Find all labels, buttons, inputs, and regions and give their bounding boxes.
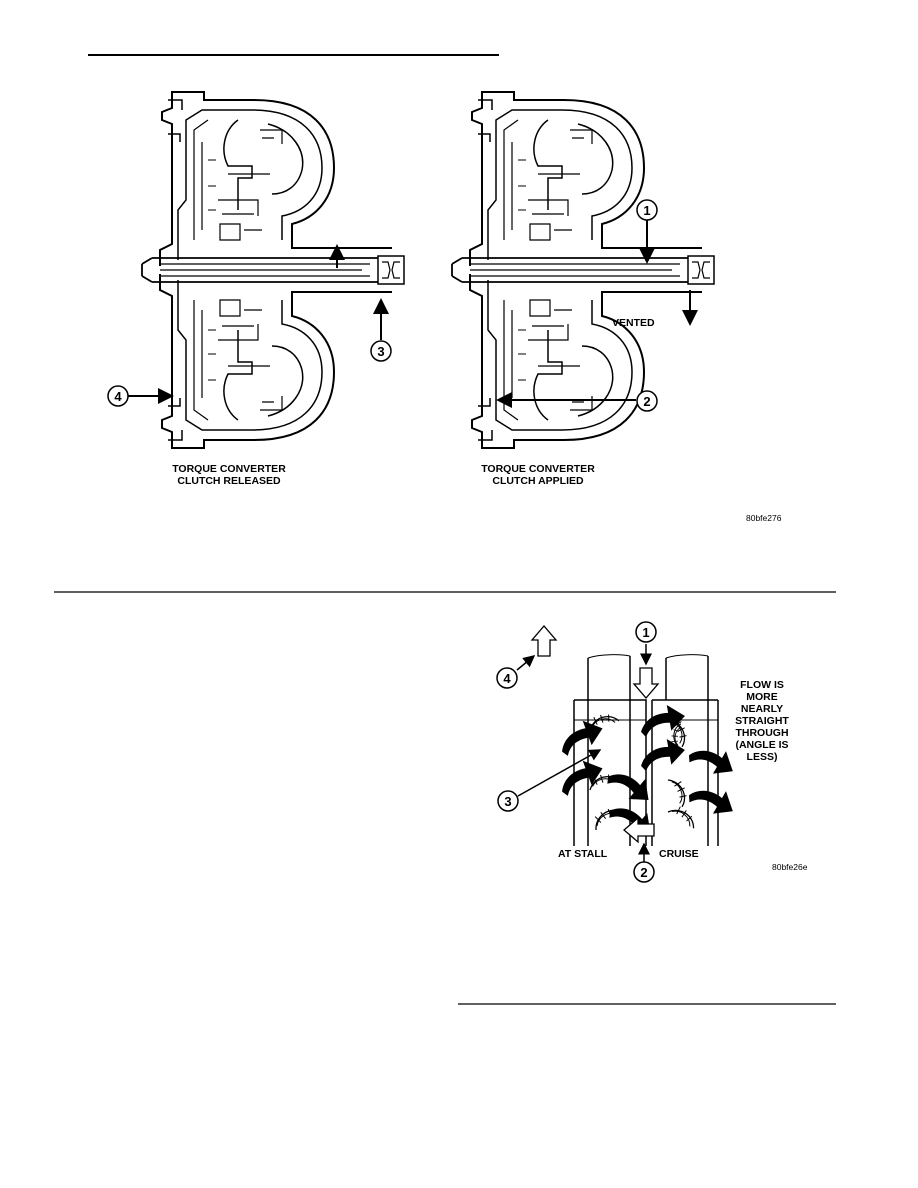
svg-text:3: 3 <box>504 794 511 809</box>
svg-text:1: 1 <box>643 203 650 218</box>
applied-caption: CLUTCH APPLIED <box>492 475 584 487</box>
svg-text:1: 1 <box>642 625 649 640</box>
svg-text:2: 2 <box>643 394 650 409</box>
figure-code: 80bfe276 <box>746 513 782 523</box>
at-stall-label: AT STALL <box>558 848 608 860</box>
svg-text:4: 4 <box>503 671 511 686</box>
curved-arrow-icon <box>686 776 740 824</box>
released-caption: CLUTCH RELEASED <box>177 475 281 487</box>
leader-line <box>516 655 536 671</box>
callout-1: 1 <box>636 199 658 221</box>
vented-label: VENTED <box>612 317 655 329</box>
applied-caption: TORQUE CONVERTER <box>481 463 595 475</box>
svg-text:FLOW IS: FLOW IS <box>740 679 784 691</box>
svg-text:THROUGH: THROUGH <box>735 727 788 739</box>
svg-text:(ANGLE IS: (ANGLE IS <box>735 739 788 751</box>
callout-1: 1 <box>635 621 657 643</box>
callout-2: 2 <box>636 390 658 412</box>
svg-text:NEARLY: NEARLY <box>741 703 783 715</box>
down-arrow-icon <box>632 667 660 699</box>
cruise-label: CRUISE <box>659 848 699 860</box>
callout-4: 4 <box>107 385 129 407</box>
callout-2: 2 <box>633 861 655 883</box>
up-arrow-icon <box>530 625 558 657</box>
svg-text:STRAIGHT: STRAIGHT <box>735 715 789 727</box>
svg-text:MORE: MORE <box>746 691 778 703</box>
stator-flow-diagram <box>554 654 740 846</box>
curved-arrow-icon <box>637 736 688 772</box>
left-arrow-icon <box>623 816 655 844</box>
curved-arrow-icon <box>686 736 740 784</box>
figure-code: 80bfe26e <box>772 862 808 872</box>
svg-text:3: 3 <box>377 344 384 359</box>
callout-3: 3 <box>370 340 392 362</box>
torque-converter-applied-diagram <box>451 91 715 449</box>
torque-converter-released-diagram <box>141 91 405 449</box>
svg-text:LESS): LESS) <box>747 751 778 763</box>
svg-text:2: 2 <box>640 865 647 880</box>
callout-4: 4 <box>496 667 518 689</box>
released-caption: TORQUE CONVERTER <box>172 463 286 475</box>
flow-note: FLOW IS MORE NEARLY STRAIGHT THROUGH (AN… <box>735 679 789 763</box>
callout-3: 3 <box>497 790 519 812</box>
curved-arrow-icon <box>604 759 658 811</box>
svg-text:4: 4 <box>114 389 122 404</box>
leader-line <box>517 749 602 797</box>
